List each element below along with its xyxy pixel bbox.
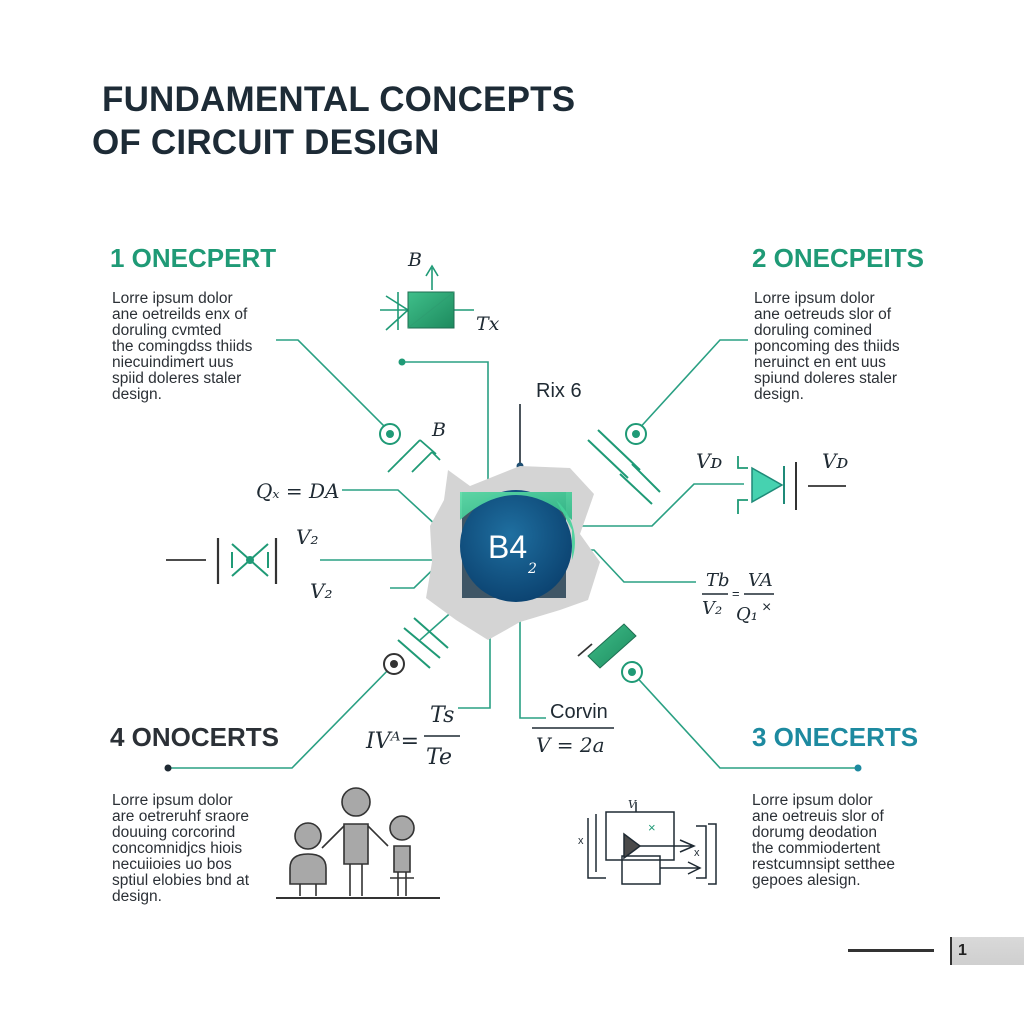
title-line-1: FUNDAMENTAL CONCEPTS [102,80,576,119]
label-iv-te: Te [426,745,452,770]
svg-text:=: = [732,586,740,601]
label-vd-left: Vᴅ [696,449,722,473]
concept-4-text: Lorre ipsum dolor are oetreruhf sraore d… [112,792,250,905]
label-v2-bottom: V₂ [310,579,332,603]
label-rix: Rix 6 [536,380,582,402]
corvin-equation: Corvin V = 2a [532,701,614,757]
label-vd-right: Vᴅ [822,449,848,473]
label-op-x: × [648,820,656,835]
connector-diode [568,483,744,527]
node-concept-3 [854,764,862,772]
concept-2-text: Lorre ipsum dolor ane oetreuds slor of d… [754,290,900,403]
concept-1-text: Lorre ipsum dolor ane oetreilds enx of d… [112,290,253,403]
label-iv-ts: Ts [430,703,454,728]
label-op-side: x [578,835,584,847]
connector-concept-3 [631,671,858,769]
label-frac-x: × [762,599,771,616]
label-q-equation: Qₓ = DA [256,479,339,503]
central-chip: B4 2 [426,466,600,640]
concept-3-heading: 3 ONECERTS [752,722,919,752]
connector-ts [458,612,491,709]
node-concept-4 [164,764,172,772]
concept-3-text: Lorre ipsum dolor ane oetreuis slor of d… [752,792,896,889]
label-iv-lhs: IVᴬ= [365,729,419,754]
chip-subscript: 2 [527,561,537,577]
label-op-x2: x [694,847,700,859]
label-frac-v2: V₂ [702,598,722,619]
resistor-icon-left [397,617,449,669]
label-frac-va: VA [748,570,773,591]
label-v2-top: V₂ [296,525,318,549]
label-tx: Tx [476,313,500,335]
connector-concept-4 [168,663,395,769]
page-number-rule [848,949,934,952]
fraction-equation: Tb V₂ = VA Q₁ × [702,570,774,625]
label-v-equation: V = 2a [536,733,605,757]
page-title: FUNDAMENTAL CONCEPTS OF CIRCUIT DESIGN [92,78,575,164]
title-line-2: OF CIRCUIT DESIGN [92,123,440,162]
switch-icon [166,538,278,584]
connector-top-left [402,361,489,494]
connector-corvin [519,612,546,719]
label-b-top: B [407,249,422,271]
connector-concept-1 [276,339,391,433]
label-b-mid: B [431,419,446,441]
capacitor-icon-left [387,439,441,473]
concept-1-heading: 1 ONECPERT [110,243,277,273]
opamp-schematic-icon [587,802,717,885]
ring-terminals [379,423,647,683]
chip-core [460,490,572,602]
resistor-icon-right [577,623,637,669]
concept-2-heading: 2 ONECPEITS [752,243,924,273]
connector-concept-2 [635,339,748,433]
diode-icon [737,456,846,514]
label-frac-q1: Q₁ [736,604,758,625]
label-frac-tb: Tb [706,570,730,591]
concept-4-heading: 4 ONOCERTS [110,722,280,752]
page-number: 1 [950,937,1024,965]
chip-label: B4 [488,529,527,565]
iv-equation: IVᴬ= Ts Te [365,703,460,770]
label-corvin: Corvin [550,701,608,723]
capacitor-icon-right [587,429,661,505]
label-op-v: V [628,798,637,811]
node-top-left [398,358,406,366]
people-icon [276,787,440,899]
transistor-icon [380,264,474,331]
